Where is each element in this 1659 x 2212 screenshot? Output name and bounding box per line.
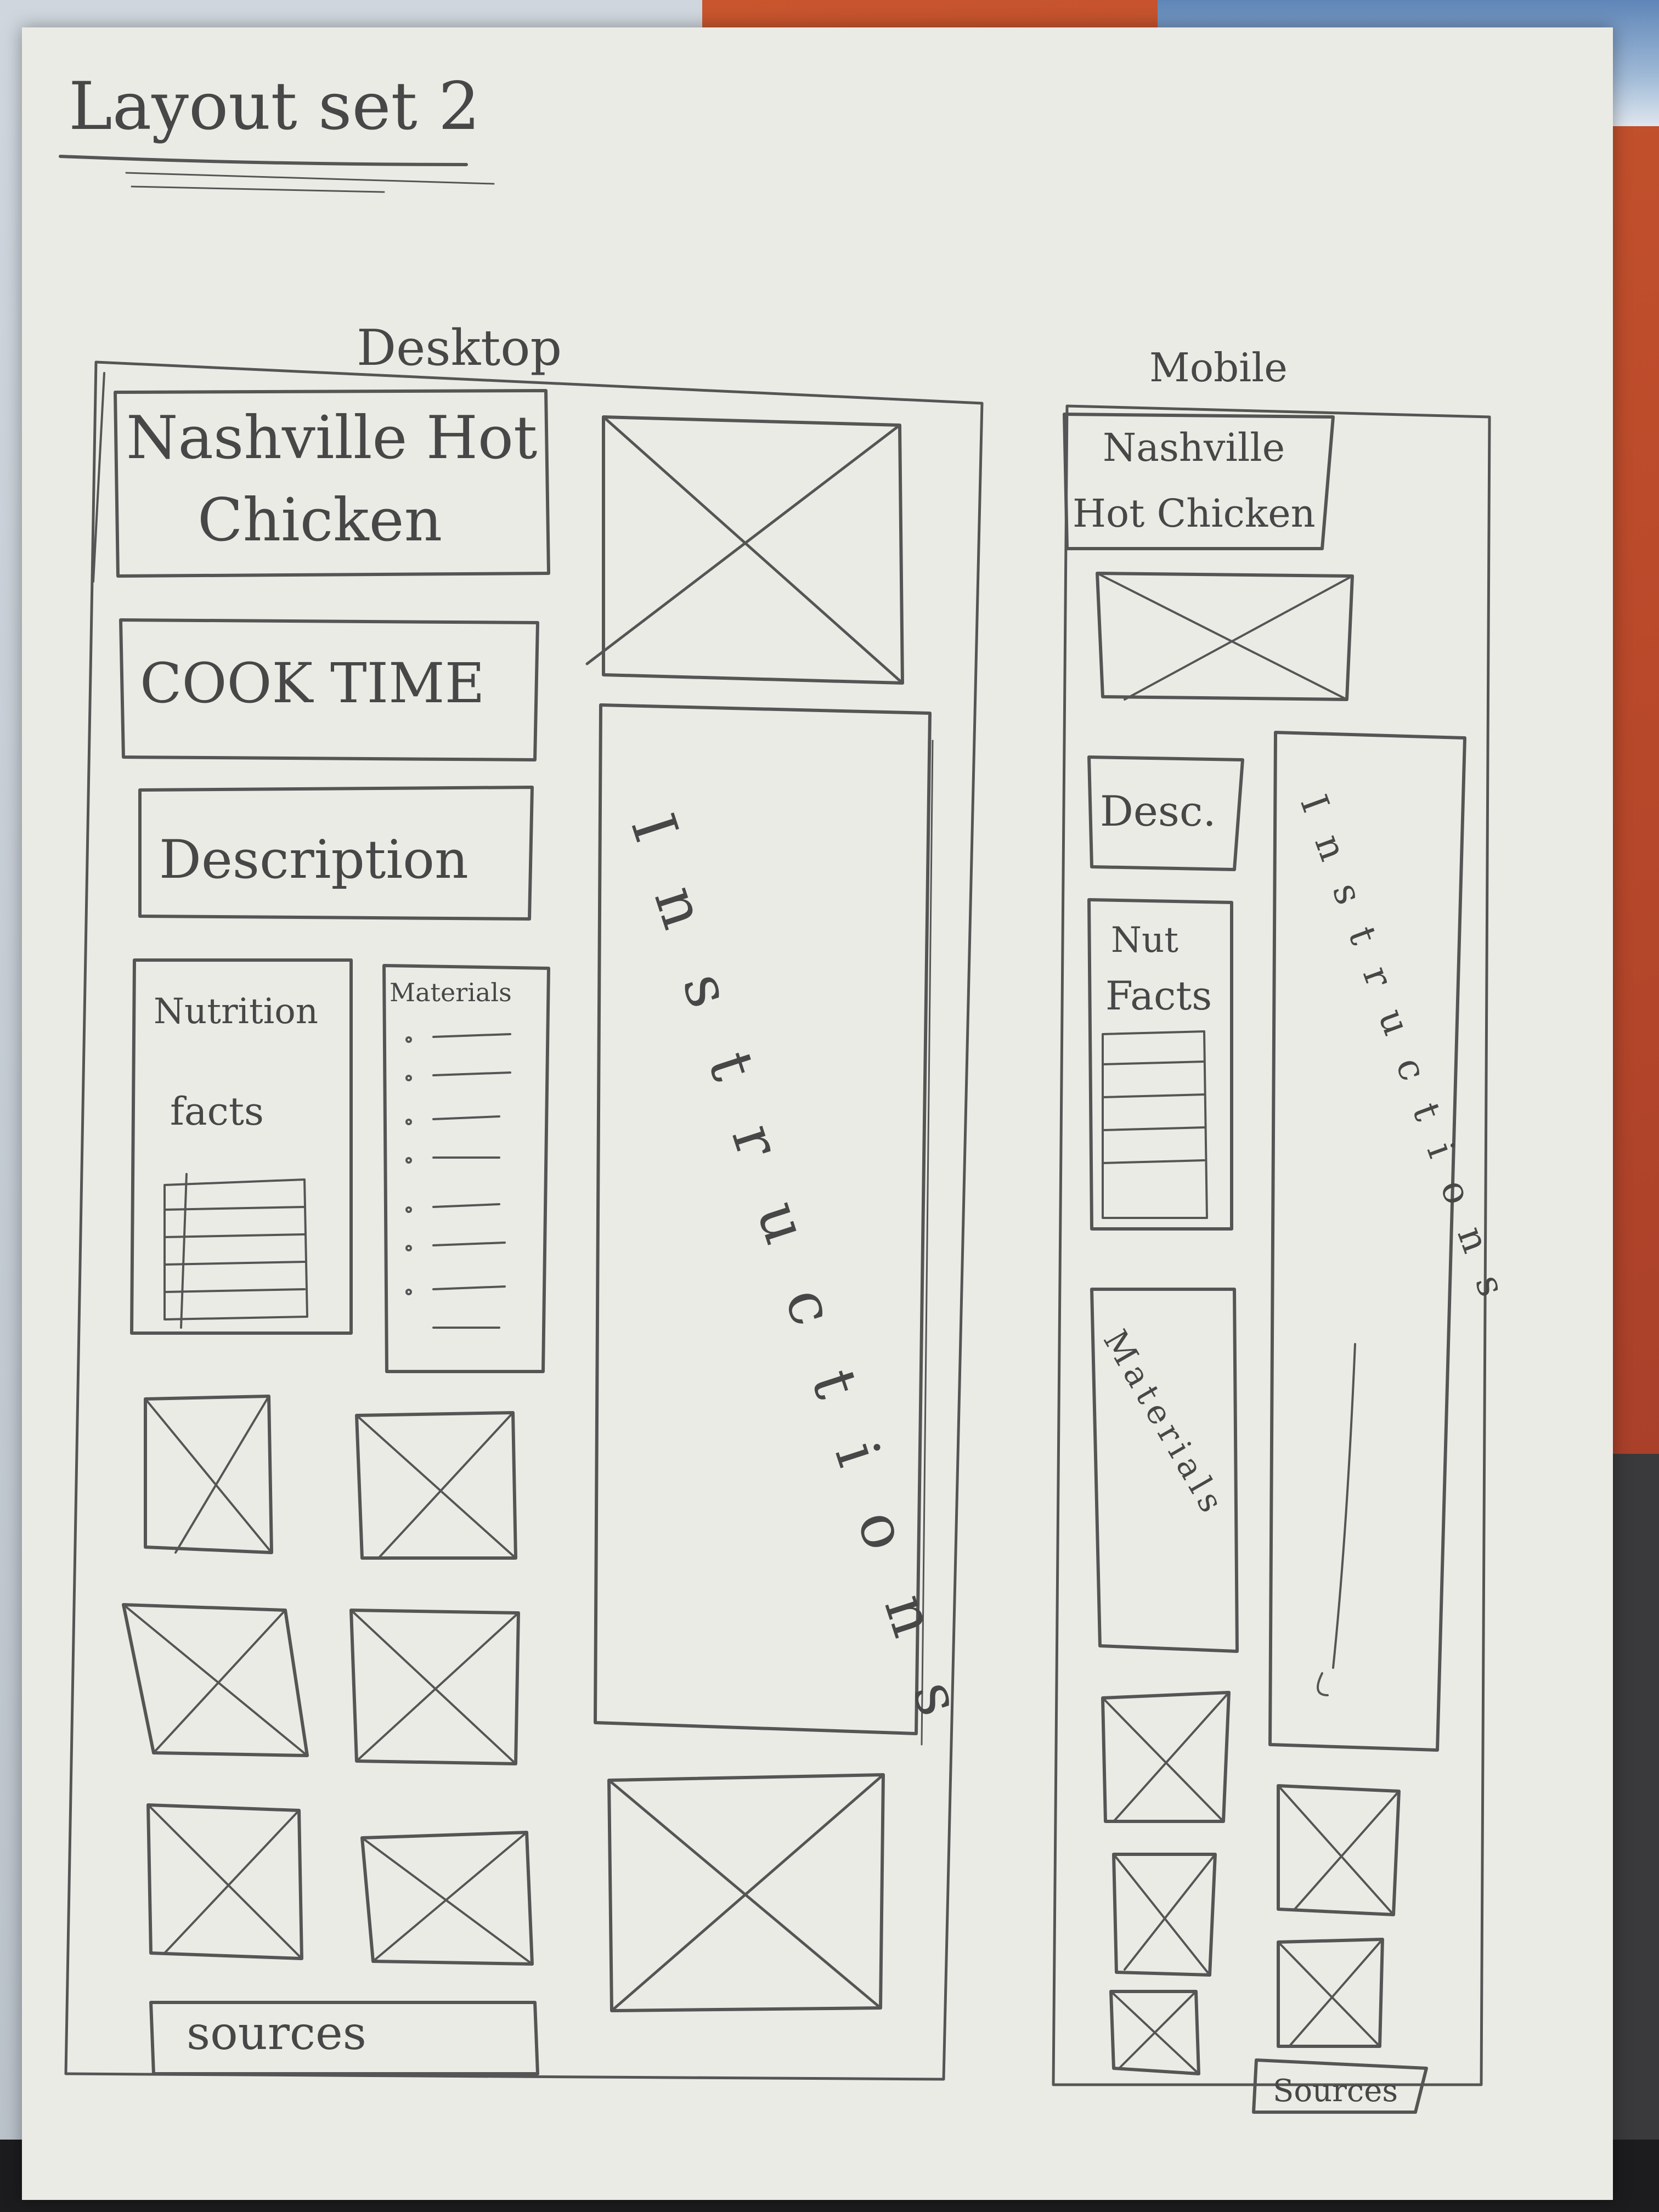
desktop-sources-box xyxy=(149,2001,539,2075)
desktop-title-line2: Chicken xyxy=(198,486,442,555)
desktop-frame xyxy=(64,360,984,2081)
desktop-cooktime-label: COOK TIME xyxy=(140,651,485,715)
desktop-nutrition-table xyxy=(163,1173,308,1329)
mobile-title-line1: Nashville xyxy=(1103,425,1285,470)
mobile-sources-box xyxy=(1252,2058,1428,2114)
desktop-nutrition-line1: Nutrition xyxy=(154,991,318,1032)
desktop-nutrition-box xyxy=(130,958,353,1335)
desktop-nutrition-line2: facts xyxy=(170,1089,264,1134)
desktop-sources-label: sources xyxy=(187,2006,366,2060)
desktop-image-grid xyxy=(122,1395,534,1966)
mobile-description-box xyxy=(1087,755,1244,871)
mobile-frame xyxy=(1052,404,1491,2086)
mobile-label: Mobile xyxy=(1149,345,1288,391)
desktop-cooktime-box xyxy=(119,618,539,761)
mobile-title-box xyxy=(1063,413,1335,550)
desktop-description-label: Description xyxy=(159,829,469,890)
mobile-sources-label: Sources xyxy=(1273,2073,1398,2109)
mobile-description-label: Desc. xyxy=(1100,787,1216,836)
desktop-title-line1: Nashville Hot xyxy=(126,404,537,472)
mobile-image-grid xyxy=(1101,1691,1401,2075)
sheet-title: Layout set 2 xyxy=(69,69,480,145)
desktop-materials-box xyxy=(382,964,550,1373)
desktop-instructions-label: Instructions xyxy=(617,805,991,1773)
mobile-nutrition-table xyxy=(1102,1030,1208,1219)
desktop-materials-label: Materials xyxy=(390,978,512,1007)
desktop-label: Desktop xyxy=(357,319,562,377)
desktop-title-box xyxy=(114,389,550,578)
mobile-materials-box xyxy=(1090,1288,1239,1653)
mobile-nutrition-line2: Facts xyxy=(1105,973,1212,1019)
mobile-nutrition-line1: Nut xyxy=(1111,920,1178,961)
mobile-instructions-box xyxy=(1268,731,1466,1752)
mobile-nutrition-box xyxy=(1087,898,1233,1231)
desktop-instructions-box xyxy=(594,703,932,1735)
mobile-materials-label: Materials xyxy=(1096,1324,1233,1523)
mobile-title-line2: Hot Chicken xyxy=(1073,491,1316,536)
desktop-materials-list xyxy=(405,1033,511,1329)
sketch-paper xyxy=(22,27,1613,2200)
desktop-description-box xyxy=(138,786,534,921)
